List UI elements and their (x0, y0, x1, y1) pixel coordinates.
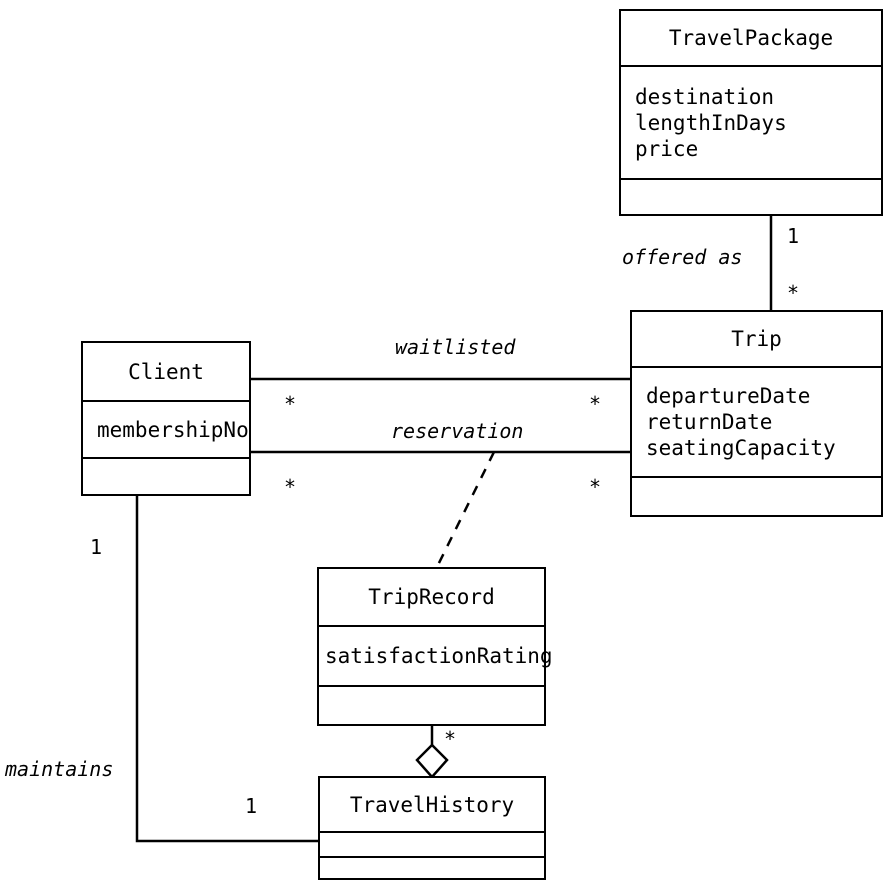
association-label-waitlisted: waitlisted (395, 335, 516, 359)
association-class-dashed-link (435, 451, 496, 568)
multiplicity-client-reservation-star: * (284, 475, 297, 499)
association-label-maintains: maintains (5, 757, 114, 781)
class-attributes-client: membershipNo (83, 400, 249, 457)
class-name-travelpackage: TravelPackage (621, 11, 881, 65)
class-box-travelhistory[interactable]: TravelHistory (318, 776, 546, 880)
class-attributes-triprecord: satisfactionRating (319, 625, 553, 685)
class-name-trip: Trip (632, 312, 881, 366)
multiplicity-triprecord-aggregation-star: * (444, 727, 457, 751)
class-name-client: Client (83, 343, 249, 400)
class-attributes-travelpackage: destination lengthInDays price (621, 65, 881, 178)
class-name-travelhistory: TravelHistory (320, 778, 544, 831)
attribute-item: membershipNo (97, 417, 249, 442)
aggregation-diamond-icon (415, 743, 449, 779)
class-box-trip[interactable]: Trip departureDate returnDate seatingCap… (630, 310, 883, 517)
class-box-triprecord[interactable]: TripRecord satisfactionRating (317, 567, 553, 726)
association-label-reservation: reservation (391, 419, 524, 443)
multiplicity-client-maintains-one: 1 (90, 535, 103, 559)
association-label-offered-as: offered as (622, 245, 743, 269)
class-box-client[interactable]: Client membershipNo (81, 341, 251, 496)
class-operations-travelpackage (621, 178, 881, 214)
attribute-item: destination (635, 84, 775, 109)
multiplicity-trip-offered-as-star: * (787, 281, 800, 305)
multiplicity-trip-waitlisted-star: * (589, 392, 602, 416)
attribute-item: satisfactionRating (325, 644, 553, 668)
multiplicity-trip-reservation-star: * (589, 475, 602, 499)
attribute-item: seatingCapacity (646, 436, 836, 460)
attribute-item: returnDate (646, 410, 773, 434)
attribute-item: departureDate (646, 384, 811, 408)
attribute-item: lengthInDays (635, 110, 787, 135)
multiplicity-client-waitlisted-star: * (284, 392, 297, 416)
class-operations-client (83, 457, 249, 494)
attribute-item: price (635, 136, 699, 161)
class-operations-travelhistory (320, 856, 544, 878)
class-box-travelpackage[interactable]: TravelPackage destination lengthInDays p… (619, 9, 883, 216)
class-operations-triprecord (319, 685, 544, 724)
association-line-maintains (135, 496, 318, 843)
class-attributes-trip: departureDate returnDate seatingCapacity (632, 366, 881, 476)
multiplicity-travelhistory-maintains-one: 1 (245, 794, 258, 818)
class-operations-trip (632, 476, 881, 513)
class-attributes-travelhistory (320, 831, 544, 856)
multiplicity-travelpackage-one: 1 (787, 224, 800, 248)
class-name-triprecord: TripRecord (319, 569, 544, 625)
